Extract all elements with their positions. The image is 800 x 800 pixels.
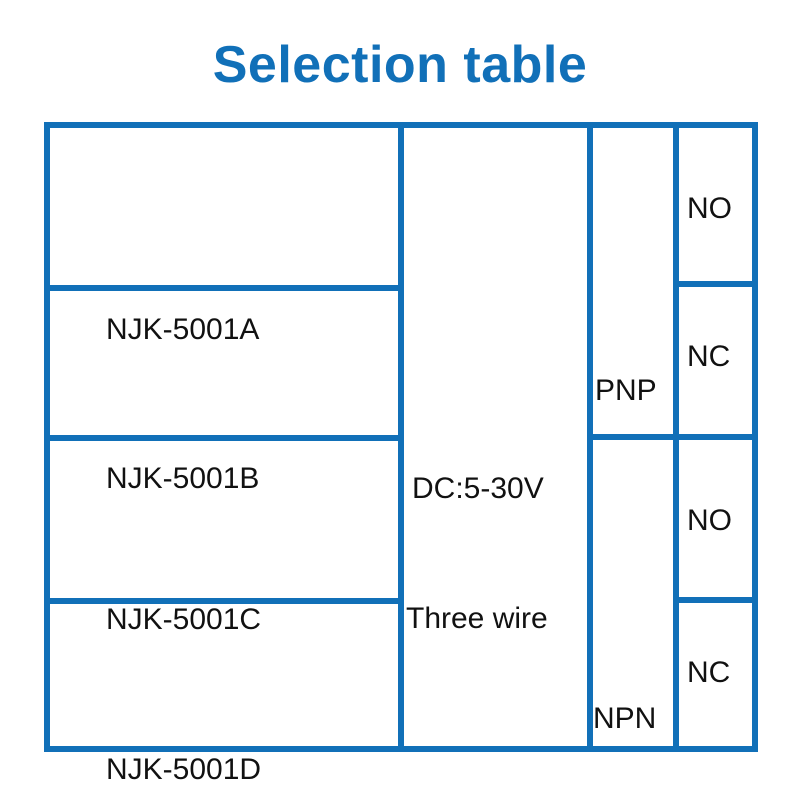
cell-model-a: NJK-5001A [106, 313, 260, 346]
cell-output-type-pnp: PNP [595, 374, 657, 407]
cell-model-c: NJK-5001C [106, 603, 262, 636]
column-divider-model-power [398, 122, 404, 752]
cell-power-supply: DC:5-30V [412, 472, 544, 505]
selection-table: NJK-5001A NJK-5001B NJK-5001C NJK-5001D … [44, 122, 758, 786]
cell-contact-pnp-nc: NC [687, 340, 731, 373]
cell-contact-npn-no: NO [687, 504, 732, 537]
row-divider-model-2 [44, 435, 398, 441]
row-divider-contact-pnp [673, 281, 758, 287]
cell-model-b: NJK-5001B [106, 462, 260, 495]
cell-contact-pnp-no: NO [687, 192, 732, 225]
row-divider-model-3 [44, 598, 398, 604]
cell-model-d: NJK-5001D [106, 753, 262, 786]
row-divider-model-1 [44, 285, 398, 291]
cell-output-type-npn: NPN [593, 702, 657, 735]
row-divider-output-pnp-npn [587, 434, 758, 440]
cell-contact-npn-nc: NC [687, 656, 731, 689]
row-divider-contact-npn [673, 597, 758, 603]
page-title: Selection table [212, 36, 588, 94]
cell-wiring: Three wire [406, 602, 548, 635]
